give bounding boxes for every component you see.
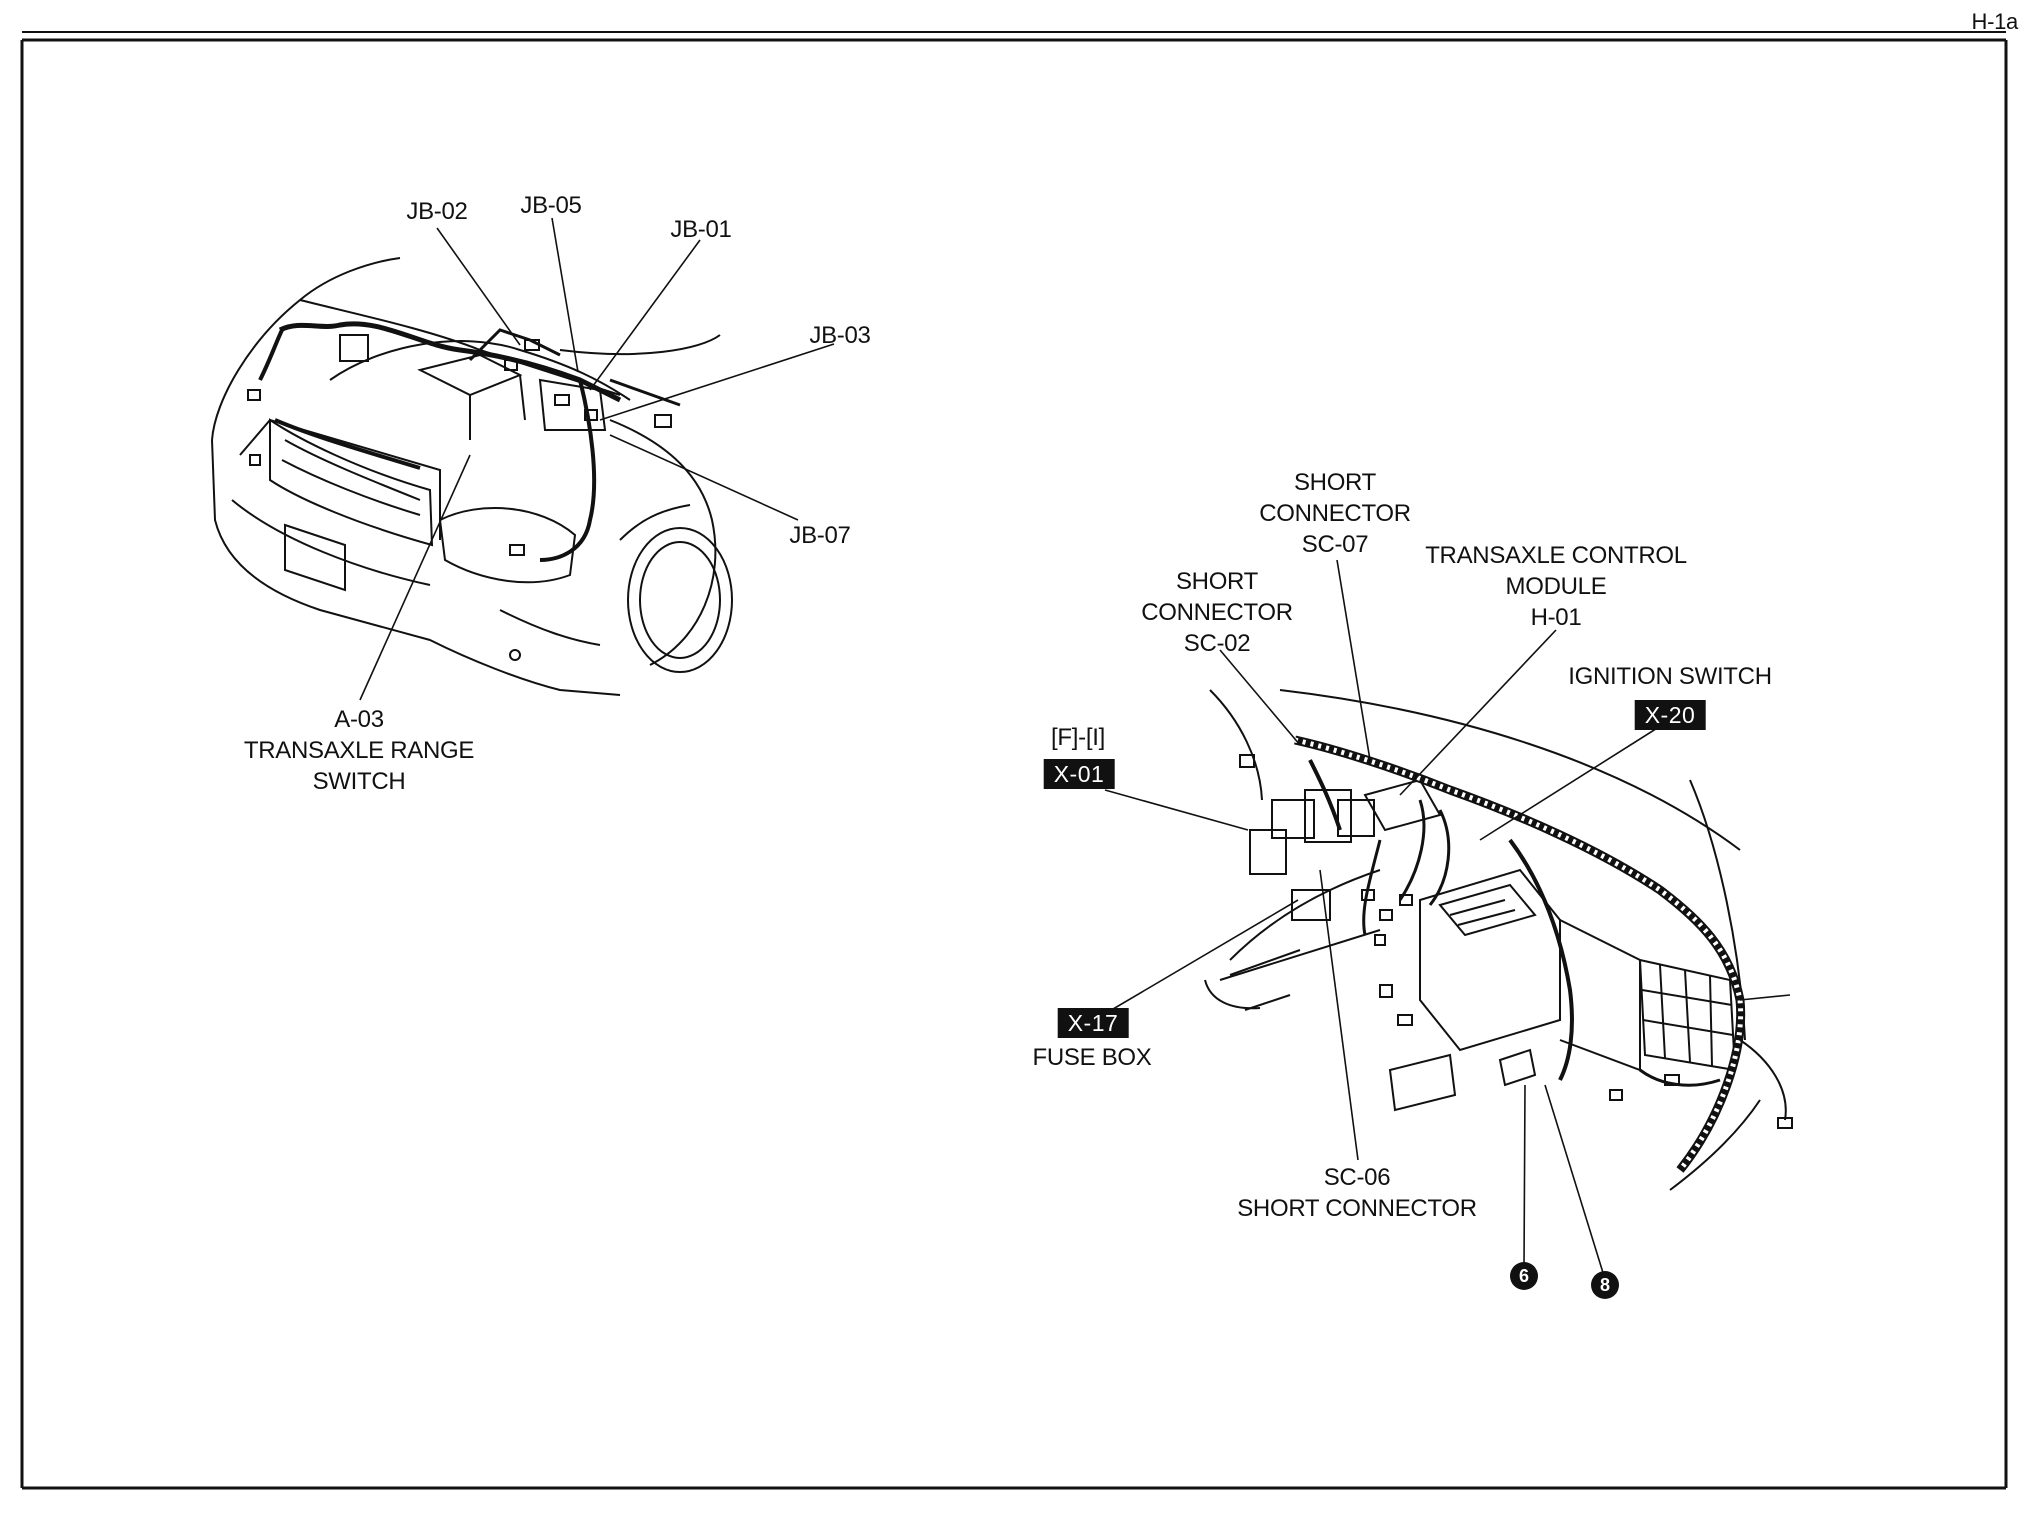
label-a-03-transaxle-range-switch: A-03 TRANSAXLE RANGE SWITCH [243, 704, 475, 797]
dashboard-leaders [1104, 559, 1791, 1277]
sc-06-code: SC-06 [1323, 1164, 1391, 1191]
label-sc-02-short-connector: SHORT CONNECTOR SC-02 [1141, 566, 1293, 659]
a-03-name-line1: TRANSAXLE RANGE [243, 737, 475, 764]
sc-07-code: SC-07 [1301, 531, 1369, 558]
tcm-line2: MODULE [1505, 573, 1607, 600]
label-fuse-box: FUSE BOX [1032, 1044, 1152, 1071]
dashboard-harness [1294, 735, 1787, 1173]
label-jb-07: JB-07 [789, 522, 851, 549]
page-frame [20, 31, 2008, 1490]
sc-07-line1: SHORT [1293, 469, 1377, 496]
tag-x-01: X-01 [1043, 759, 1115, 789]
label-jb-02: JB-02 [406, 198, 468, 225]
a-03-name-line2: SWITCH [312, 768, 406, 795]
sc-02-line2: CONNECTOR [1141, 599, 1293, 626]
label-jb-03: JB-03 [809, 322, 871, 349]
label-jb-01: JB-01 [670, 216, 732, 243]
tag-x-20: X-20 [1634, 700, 1706, 730]
label-sc-06-short-connector: SC-06 SHORT CONNECTOR [1237, 1162, 1477, 1224]
label-jb-05: JB-05 [520, 192, 582, 219]
tcm-code: H-01 [1530, 604, 1582, 631]
label-h-01-transaxle-control-module: TRANSAXLE CONTROL MODULE H-01 [1425, 540, 1687, 633]
engine-bay-illustration [211, 257, 733, 696]
sc-06-name: SHORT CONNECTOR [1237, 1195, 1477, 1222]
sc-02-line1: SHORT [1175, 568, 1259, 595]
label-ignition-switch: IGNITION SWITCH [1568, 663, 1772, 690]
tcm-line1: TRANSAXLE CONTROL [1425, 542, 1687, 569]
sc-07-line2: CONNECTOR [1259, 500, 1411, 527]
callout-marker-8: 8 [1591, 1271, 1619, 1299]
tag-x-17: X-17 [1057, 1008, 1129, 1038]
callout-marker-6: 6 [1510, 1262, 1538, 1290]
label-sc-07-short-connector: SHORT CONNECTOR SC-07 [1259, 467, 1411, 560]
page-id: H-1a [1971, 9, 2019, 34]
sc-02-code: SC-02 [1183, 630, 1251, 657]
label-f-i-reference: [F]-[I] [1051, 724, 1105, 751]
dashboard-illustration [1204, 689, 1793, 1191]
a-03-code: A-03 [334, 706, 384, 733]
engine-bay-leaders [359, 217, 835, 701]
